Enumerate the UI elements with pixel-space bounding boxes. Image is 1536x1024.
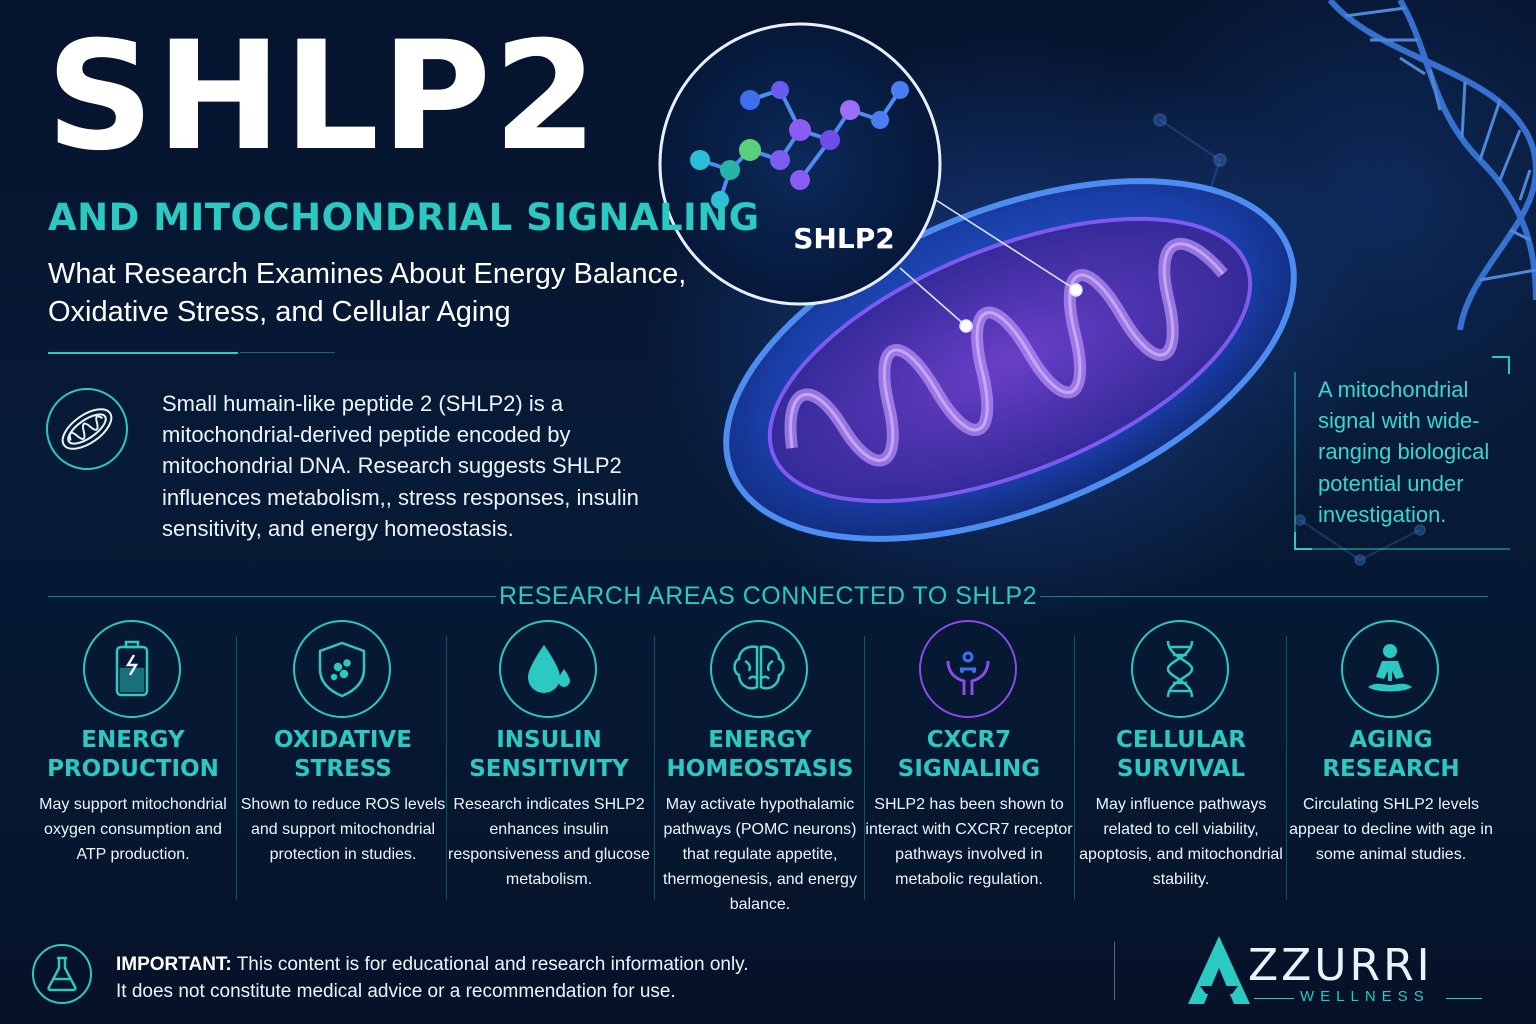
- column-divider: [446, 636, 447, 900]
- area-description: Shown to reduce ROS levels and support m…: [240, 796, 446, 863]
- area-label-line2: SENSITIVITY: [469, 756, 629, 782]
- brand-rule: [1254, 998, 1294, 999]
- section-title: RESEARCH AREAS CONNECTED TO SHLP2: [499, 582, 1037, 610]
- mitochondrion-icon: [46, 388, 128, 470]
- research-area-aging-research: AGING RESEARCH Circulating SHLP2 levels …: [1286, 620, 1496, 920]
- page-tagline: What Research Examines About Energy Bala…: [48, 258, 687, 328]
- research-area-cxcr7-signaling: CXCR7 SIGNALING SHLP2 has been shown to …: [864, 620, 1074, 920]
- brand-name: ZZURRI: [1248, 940, 1433, 991]
- footer-bar: [0, 920, 1536, 1024]
- receptor-icon: [919, 620, 1017, 718]
- area-description: Research indicates SHLP2 enhances insuli…: [448, 796, 650, 888]
- dna-helix-graphic: [1327, 0, 1536, 331]
- shield-icon: [293, 620, 391, 718]
- footer-divider: [1114, 942, 1115, 1000]
- area-label-line1: AGING: [1349, 727, 1433, 753]
- molecule-bubble: [658, 22, 942, 306]
- brain-icon: [710, 620, 808, 718]
- area-label-line2: PRODUCTION: [47, 756, 219, 782]
- area-description: May influence pathways related to cell v…: [1079, 796, 1283, 888]
- divider: [240, 352, 335, 353]
- frame-line: [1310, 548, 1510, 550]
- area-label-line2: SIGNALING: [897, 756, 1041, 782]
- brand-rule: [1446, 998, 1482, 999]
- area-description: SHLP2 has been shown to interact with CX…: [865, 796, 1073, 888]
- disclaimer-label: IMPORTANT:: [116, 954, 232, 975]
- bracket-decoration: [1492, 356, 1510, 374]
- column-divider: [1286, 636, 1287, 900]
- area-label-line1: INSULIN: [496, 727, 602, 753]
- callout-box: A mitochondrial signal with wide-ranging…: [1294, 356, 1510, 550]
- area-label-line2: STRESS: [294, 756, 392, 782]
- divider: [48, 352, 238, 354]
- column-divider: [654, 636, 655, 900]
- area-label-line2: SURVIVAL: [1116, 756, 1245, 782]
- disclaimer-line1: This content is for educational and rese…: [236, 954, 749, 975]
- battery-icon: [83, 620, 181, 718]
- callout-connector: [899, 199, 1083, 333]
- column-divider: [236, 636, 237, 900]
- area-description: May activate hypothalamic pathways (POMC…: [663, 796, 857, 913]
- page-subtitle: AND MITOCHONDRIAL SIGNALING: [48, 196, 760, 239]
- area-description: May support mitochondrial oxygen consump…: [39, 796, 227, 863]
- disclaimer-line2: It does not constitute medical advice or…: [116, 981, 676, 1002]
- research-area-energy-homeostasis: ENERGY HOMEOSTASIS May activate hypothal…: [655, 620, 865, 920]
- callout-text: A mitochondrial signal with wide-ranging…: [1318, 377, 1490, 527]
- area-description: Circulating SHLP2 levels appear to decli…: [1289, 796, 1493, 863]
- area-label-line1: OXIDATIVE: [274, 727, 412, 753]
- intro-text: Small humain-like peptide 2 (SHLP2) is a…: [162, 391, 639, 541]
- area-label-line1: CELLULAR: [1116, 727, 1246, 753]
- research-area-cellular-survival: CELLULAR SURVIVAL May influence pathways…: [1076, 620, 1286, 920]
- molecule-label: SHLP2: [793, 222, 895, 255]
- column-divider: [1074, 636, 1075, 900]
- area-label-line2: HOMEOSTASIS: [666, 756, 854, 782]
- section-rule: [1040, 596, 1488, 597]
- research-area-insulin-sensitivity: INSULIN SENSITIVITY Research indicates S…: [444, 620, 654, 920]
- droplet-icon: [499, 620, 597, 718]
- research-area-oxidative-stress: OXIDATIVE STRESS Shown to reduce ROS lev…: [238, 620, 448, 920]
- page-title: SHLP2: [46, 10, 600, 184]
- column-divider: [864, 636, 865, 900]
- area-label-line1: CXCR7: [926, 727, 1012, 753]
- area-label-line1: ENERGY: [708, 727, 812, 753]
- dna-icon: [1131, 620, 1229, 718]
- disclaimer-text: IMPORTANT: This content is for education…: [116, 951, 836, 1005]
- area-label-line2: RESEARCH: [1322, 756, 1460, 782]
- meditation-icon: [1341, 620, 1439, 718]
- section-rule: [48, 596, 496, 597]
- brand-subtitle: WELLNESS: [1300, 988, 1430, 1005]
- logo-mark: [1188, 936, 1250, 1004]
- research-area-energy-production: ENERGY PRODUCTION May support mitochondr…: [28, 620, 238, 920]
- frame-line: [1294, 372, 1296, 548]
- flask-icon: [32, 944, 92, 1004]
- area-label-line1: ENERGY: [81, 727, 185, 753]
